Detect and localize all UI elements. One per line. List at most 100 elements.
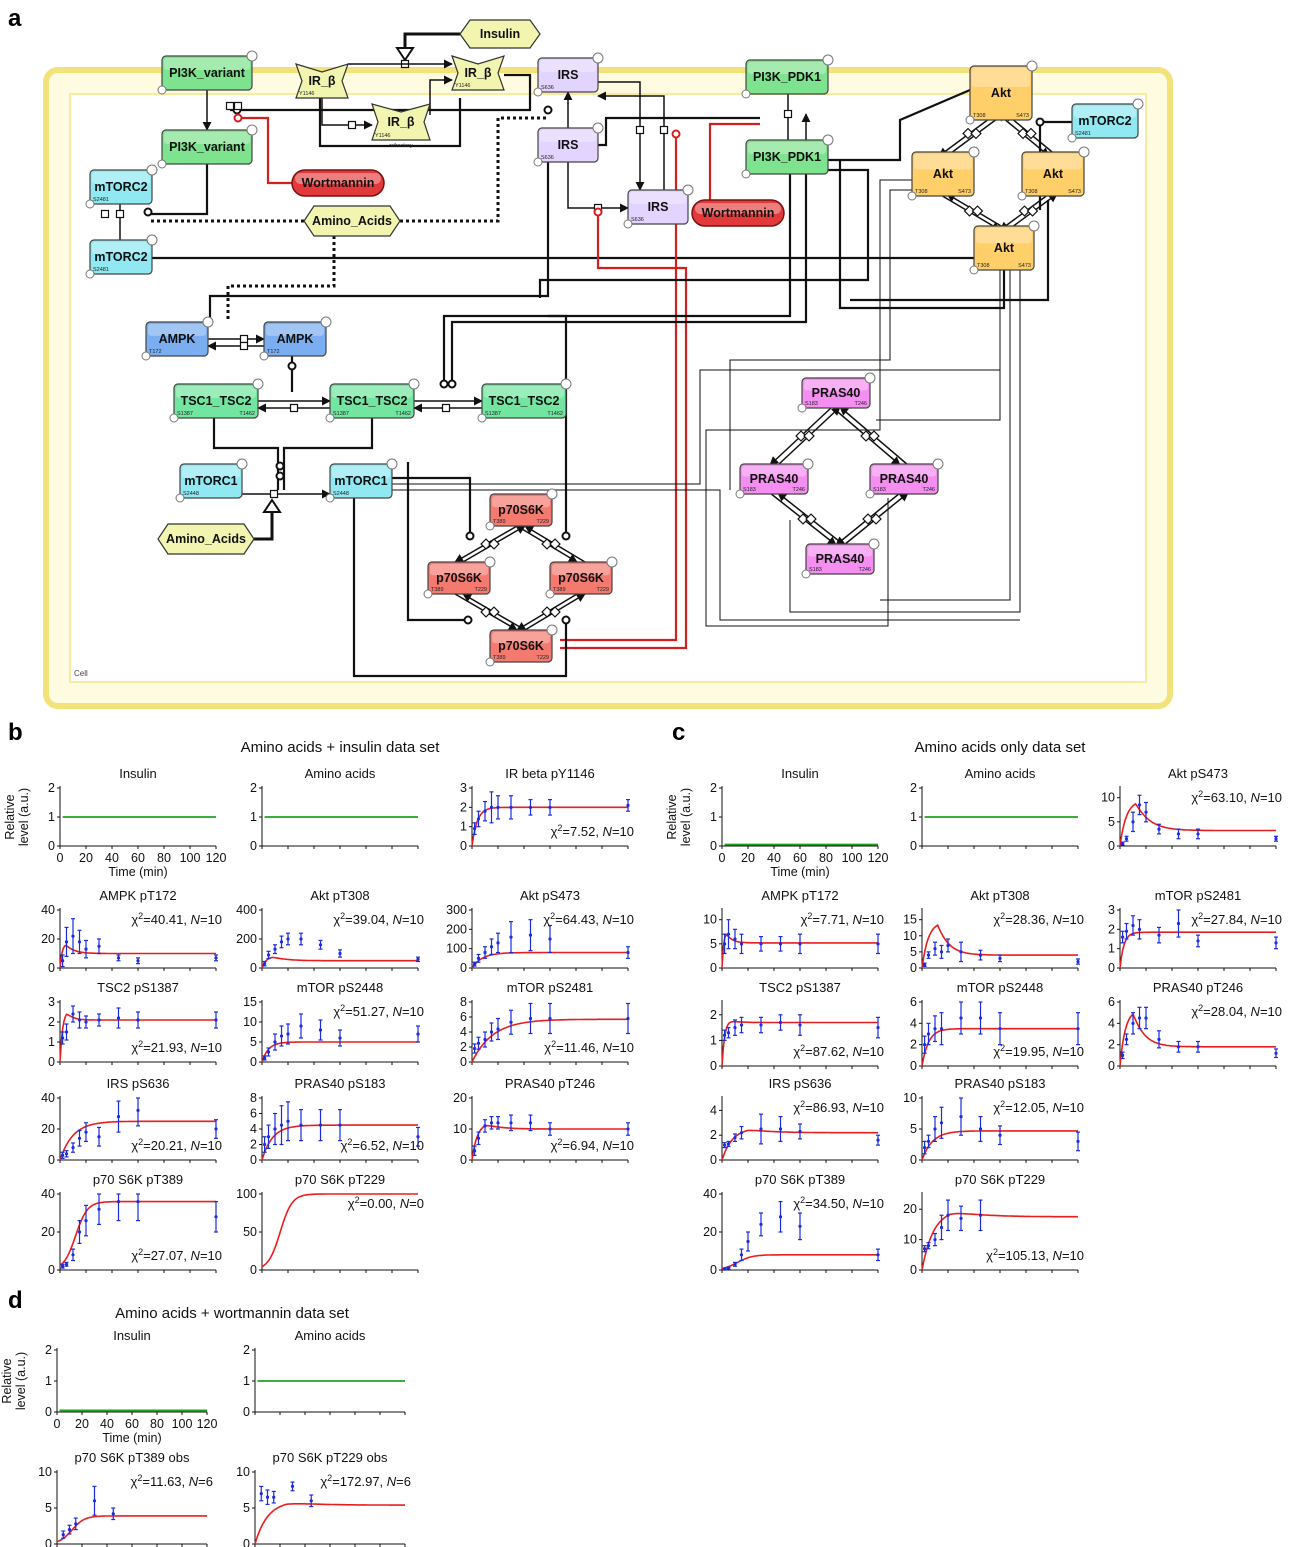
y-tick-label: 20 <box>453 1091 467 1105</box>
chi-separator: , <box>595 1040 602 1055</box>
data-point <box>416 957 420 961</box>
data-point <box>626 950 630 955</box>
node-sub-label: refractory <box>389 143 412 149</box>
data-point <box>290 1484 295 1488</box>
data-point <box>214 956 218 960</box>
chi-square-annotation: χ2=19.95, N=10 <box>993 1043 1084 1059</box>
data-point <box>286 1032 290 1036</box>
node-pdk1a: PI3K_PDK1 <box>741 54 834 99</box>
state-circle <box>485 521 495 531</box>
node-label: IR_β <box>387 115 414 129</box>
node-label: AMPK <box>277 332 314 346</box>
data-point <box>273 947 277 951</box>
data-set-title: Amino acids only data set <box>915 739 1087 756</box>
y-tick-label: 6 <box>250 1107 257 1121</box>
x-tick-label: 0 <box>719 851 726 865</box>
node-shape <box>329 383 415 419</box>
data-point <box>483 950 487 955</box>
node-shape <box>969 65 1033 121</box>
node-site-label: T1462 <box>547 411 563 417</box>
n-value: 10 <box>1070 912 1084 927</box>
node-site-label: T308 <box>977 263 990 269</box>
reaction-junction <box>115 209 125 219</box>
modifier-endpoint <box>143 207 153 217</box>
y-tick-label: 1 <box>45 1374 52 1388</box>
node-label: TSC1_TSC2 <box>489 394 560 408</box>
y-tick-label: 0 <box>250 961 257 975</box>
mtorc1-to-p70-edge <box>352 498 568 678</box>
y-tick-label: 0 <box>1108 961 1115 975</box>
node-label: PRAS40 <box>880 472 929 486</box>
n-value: 10 <box>1268 1004 1282 1019</box>
n-value: 10 <box>410 912 424 927</box>
chi-superscript: 2 <box>800 1195 805 1205</box>
data-point <box>116 1115 121 1119</box>
reaction-junction <box>488 538 500 550</box>
chi-square-annotation: χ2=51.27, N=10 <box>333 1003 424 1019</box>
reaction-junction <box>289 403 299 413</box>
node-site-label: T1462 <box>395 411 411 417</box>
state-circle <box>320 316 332 328</box>
data-point <box>61 1153 65 1157</box>
data-point <box>939 1027 944 1031</box>
data-point <box>266 1135 271 1139</box>
chi-equals: = <box>345 1004 353 1019</box>
chi-superscript: 2 <box>340 911 345 921</box>
data-point <box>778 1020 783 1025</box>
chi-superscript: 2 <box>1198 789 1203 799</box>
node-highlight <box>176 386 256 398</box>
x-tick-label: 20 <box>75 1417 89 1431</box>
data-point <box>1131 1021 1135 1025</box>
chi-superscript: 2 <box>138 1039 143 1049</box>
data-point <box>64 1152 69 1156</box>
data-point <box>116 956 121 960</box>
x-tick-label: 80 <box>150 1417 164 1431</box>
chi-square-annotation: χ2=39.04, N=10 <box>333 911 424 927</box>
state-circle <box>1017 191 1027 201</box>
data-point <box>723 942 727 946</box>
node-site-label: S2448 <box>183 491 199 497</box>
y-tick-label: 2 <box>1108 922 1115 936</box>
node-highlight <box>484 386 564 398</box>
n-value: 10 <box>208 1040 222 1055</box>
data-point <box>626 1127 630 1131</box>
state-circle <box>146 234 158 246</box>
node-highlight <box>748 62 826 74</box>
node-label: PRAS40 <box>816 552 865 566</box>
plot-title: PRAS40 pS183 <box>294 1076 385 1091</box>
node-highlight <box>492 496 550 508</box>
n-value: 10 <box>620 912 634 927</box>
chi-symbol: χ <box>1191 790 1198 805</box>
state-circle <box>1026 60 1038 72</box>
node-label: p70S6K <box>498 503 544 517</box>
state-circle <box>864 372 876 384</box>
y-tick-label: 1 <box>250 810 257 824</box>
amino-acids-dotted-edge <box>226 236 336 322</box>
tsc-to-mtorc1-edge <box>282 418 374 490</box>
node-shape <box>89 239 153 275</box>
node-label: Akt <box>994 241 1015 255</box>
y-tick-label: 5 <box>910 1122 917 1136</box>
y-tick-label: 0 <box>243 1537 250 1547</box>
data-point <box>1137 803 1142 807</box>
data-point <box>998 956 1002 960</box>
data-point <box>273 1040 277 1044</box>
node-shape <box>291 169 385 197</box>
node-label: IR_β <box>308 74 335 88</box>
chi-separator: , <box>845 1196 852 1211</box>
y-tick-label: 20 <box>903 1202 917 1216</box>
chi-value: 7.52 <box>570 824 595 839</box>
y-tick-label: 2 <box>48 781 55 795</box>
data-point <box>746 1239 750 1244</box>
reaction-junction <box>971 205 984 217</box>
node-site-label: T246 <box>854 401 867 407</box>
n-equals: = <box>862 912 870 927</box>
y-tick-label: 20 <box>703 1225 717 1239</box>
chi-superscript: 2 <box>347 1137 352 1147</box>
